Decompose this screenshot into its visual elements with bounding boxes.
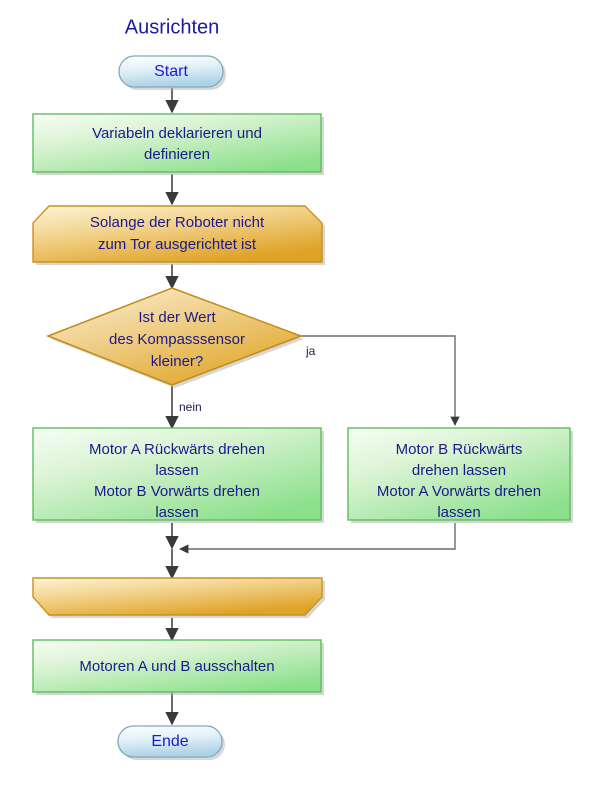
declare-variables-line-2: definieren	[144, 146, 210, 163]
motor-b-backward-shape[interactable]	[347, 427, 571, 521]
declare-variables-shape[interactable]	[32, 113, 322, 173]
decision-line-1: Ist der Wert	[138, 309, 216, 326]
motor-a-line-2: lassen	[155, 462, 198, 479]
loop-end-shape[interactable]	[32, 577, 323, 616]
edge-motorb-merge	[179, 523, 456, 554]
motor-b-line-2: drehen lassen	[412, 462, 506, 479]
motor-a-line-1: Motor A Rückwärts drehen	[89, 441, 265, 458]
start-label: Start	[154, 63, 188, 80]
motor-a-line-4: lassen	[155, 504, 198, 521]
diagram-title: Ausrichten	[125, 16, 220, 38]
decision-line-3: kleiner?	[151, 353, 204, 370]
end-label: Ende	[151, 733, 188, 750]
node-loop-end[interactable]	[32, 577, 325, 618]
declare-variables-line-1: Variabeln deklarieren und	[92, 125, 262, 142]
loop-start-shape[interactable]	[32, 205, 323, 263]
connector-layer	[165, 88, 460, 726]
decision-line-2: des Kompasssensor	[109, 331, 245, 348]
node-loop-start[interactable]: Solange der Roboter nicht zum Tor ausger…	[32, 205, 325, 265]
node-motor-b-backward[interactable]: Motor B Rückwärts drehen lassen Motor A …	[347, 427, 573, 523]
start-terminator-shape[interactable]	[118, 55, 224, 88]
motors-off-shape[interactable]	[32, 639, 322, 693]
end-terminator-shape[interactable]	[117, 725, 223, 758]
edge-decision-yes	[301, 335, 460, 426]
node-decision-compass[interactable]: Ist der Wert des Kompasssensor kleiner?	[45, 287, 304, 388]
motor-a-backward-shape[interactable]	[32, 427, 322, 521]
node-end[interactable]: Ende	[117, 725, 225, 760]
loop-start-line-2: zum Tor ausgerichtet ist	[98, 236, 257, 253]
loop-start-line-1: Solange der Roboter nicht	[90, 214, 265, 231]
node-motors-off[interactable]: Motoren A und B ausschalten	[32, 639, 324, 695]
decision-compass-shape[interactable]	[45, 287, 304, 386]
edge-label-nein: nein	[179, 400, 202, 414]
node-declare-variables[interactable]: Variabeln deklarieren und definieren	[32, 113, 324, 175]
motor-b-line-3: Motor A Vorwärts drehen	[377, 483, 541, 500]
motor-a-line-3: Motor B Vorwärts drehen	[94, 483, 260, 500]
node-start[interactable]: Start	[118, 55, 226, 90]
node-motor-a-backward[interactable]: Motor A Rückwärts drehen lassen Motor B …	[32, 427, 324, 523]
edge-label-ja: ja	[305, 344, 316, 358]
motor-b-line-4: lassen	[437, 504, 480, 521]
motor-b-line-1: Motor B Rückwärts	[396, 441, 523, 458]
motors-off-label: Motoren A und B ausschalten	[79, 658, 274, 675]
